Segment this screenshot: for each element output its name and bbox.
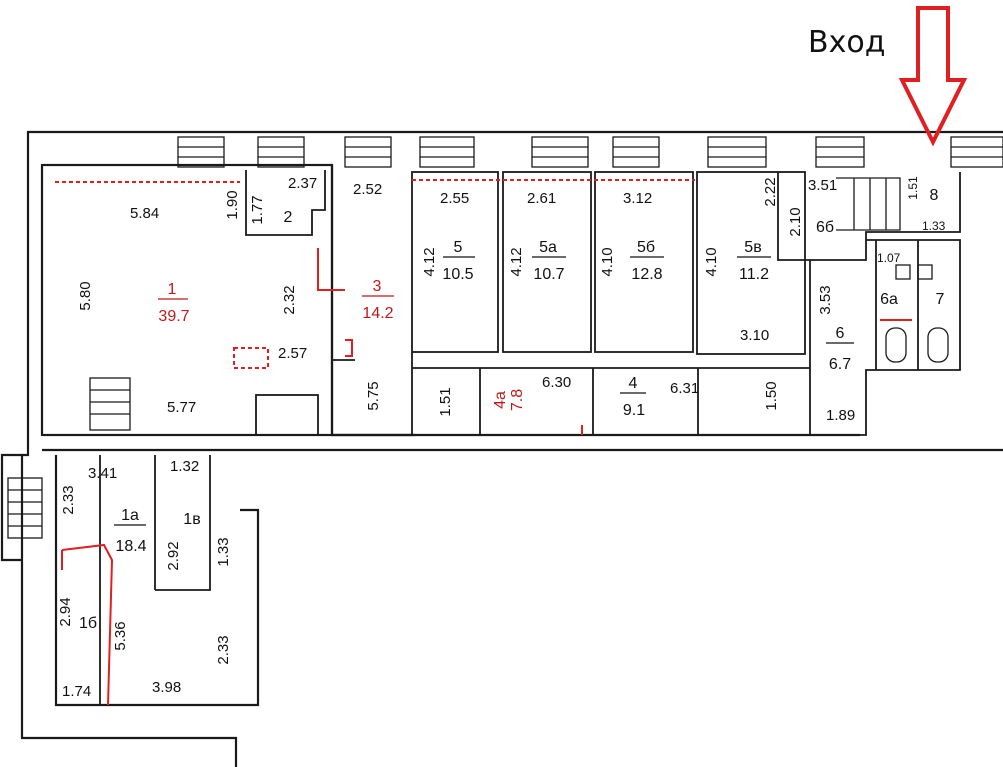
room-1v-id: 1в xyxy=(183,511,200,528)
room-7-id: 7 xyxy=(936,291,945,308)
room-4-area: 9.1 xyxy=(623,402,645,419)
dimension: 4.12 xyxy=(421,247,438,276)
room-6b-id: 6б xyxy=(816,219,834,236)
dimension: 3.53 xyxy=(817,285,834,314)
dimension: 4.10 xyxy=(703,247,720,276)
dimension: 2.61 xyxy=(527,190,556,207)
dimension: 1.51 xyxy=(437,387,454,416)
dimension: 2.22 xyxy=(762,177,779,206)
dimension: 5.36 xyxy=(112,621,129,650)
dimension: 3.10 xyxy=(740,327,769,344)
dimension: 3.12 xyxy=(623,190,652,207)
room-3-area: 14.2 xyxy=(362,305,393,322)
dimension: 1.90 xyxy=(224,190,241,219)
dimension: 2.52 xyxy=(353,181,382,198)
dimension: 2.94 xyxy=(57,597,74,626)
dimension: 4.10 xyxy=(599,247,616,276)
dimension: 3.51 xyxy=(808,177,837,194)
dimension: 1.50 xyxy=(763,381,780,410)
room-8-id: 8 xyxy=(930,187,939,204)
room-2-id: 2 xyxy=(284,209,293,226)
dimension: 4.12 xyxy=(508,247,525,276)
room-6a-id: 6а xyxy=(880,291,898,308)
outer-walls xyxy=(0,130,1003,767)
room-1a-id: 1а xyxy=(121,507,139,524)
interior-walls xyxy=(99,170,961,705)
dimension: 2.10 xyxy=(787,207,804,236)
dimension: 2.32 xyxy=(281,285,298,314)
window-marks xyxy=(177,136,1003,168)
dimension: 2.37 xyxy=(288,175,317,192)
dimension: 6.31 xyxy=(670,380,699,397)
entrance-arrow-icon xyxy=(898,6,968,147)
dimension: 5.75 xyxy=(365,381,382,410)
dimension: 1.89 xyxy=(826,407,855,424)
dimension: 1.51 xyxy=(906,176,920,200)
room-5v-area: 11.2 xyxy=(739,266,769,283)
dimension: 6.30 xyxy=(542,374,571,391)
dimension: 2.33 xyxy=(60,485,77,514)
room-4a-area: 7.8 xyxy=(509,389,526,411)
room-5b-id: 5б xyxy=(637,239,655,256)
room-1-id: 1 xyxy=(168,281,177,298)
stairs xyxy=(7,177,901,539)
room-1b-id: 1б xyxy=(79,615,97,632)
dimension: 5.80 xyxy=(77,281,94,310)
dimension: 1.32 xyxy=(170,458,199,475)
room-1a-area: 18.4 xyxy=(115,538,146,555)
dimension-labels: 2.37 1.90 1.77 5.84 2.52 2.55 2.61 3.12 … xyxy=(57,175,946,700)
dimension: 1.74 xyxy=(62,683,91,700)
dimension: 1.77 xyxy=(249,195,266,224)
dimension: 2.33 xyxy=(215,635,232,664)
room-6-id: 6 xyxy=(836,325,845,342)
dimension: 1.07 xyxy=(877,251,901,265)
dimension: 1.33 xyxy=(215,537,232,566)
red-annotations xyxy=(55,179,912,706)
dimension: 5.84 xyxy=(130,205,159,222)
room-4a-id: 4а xyxy=(492,391,509,409)
entrance-label: Вход xyxy=(808,25,885,60)
room-1-area: 39.7 xyxy=(158,308,189,325)
room-5v-id: 5в xyxy=(744,239,761,256)
dimension: 2.55 xyxy=(440,190,469,207)
room-3-id: 3 xyxy=(373,278,382,295)
room-labels: 1 39.7 2 3 14.2 5 10.5 5а 10.7 5б 12.8 5… xyxy=(79,187,945,632)
room-5a-id: 5а xyxy=(539,239,557,256)
room-5-id: 5 xyxy=(454,239,463,256)
room-5b-area: 12.8 xyxy=(631,266,662,283)
dimension: 1.33 xyxy=(922,219,946,233)
room-4-id: 4 xyxy=(629,375,638,392)
room-6-area: 6.7 xyxy=(829,356,851,373)
dimension: 5.77 xyxy=(167,399,196,416)
dimension: 2.92 xyxy=(165,541,182,570)
dimension: 3.41 xyxy=(88,465,117,482)
dimension: 2.57 xyxy=(278,345,307,362)
room-5a-area: 10.7 xyxy=(533,266,564,283)
room-5-area: 10.5 xyxy=(442,266,473,283)
toilets xyxy=(885,264,949,363)
dimension: 3.98 xyxy=(152,679,181,696)
